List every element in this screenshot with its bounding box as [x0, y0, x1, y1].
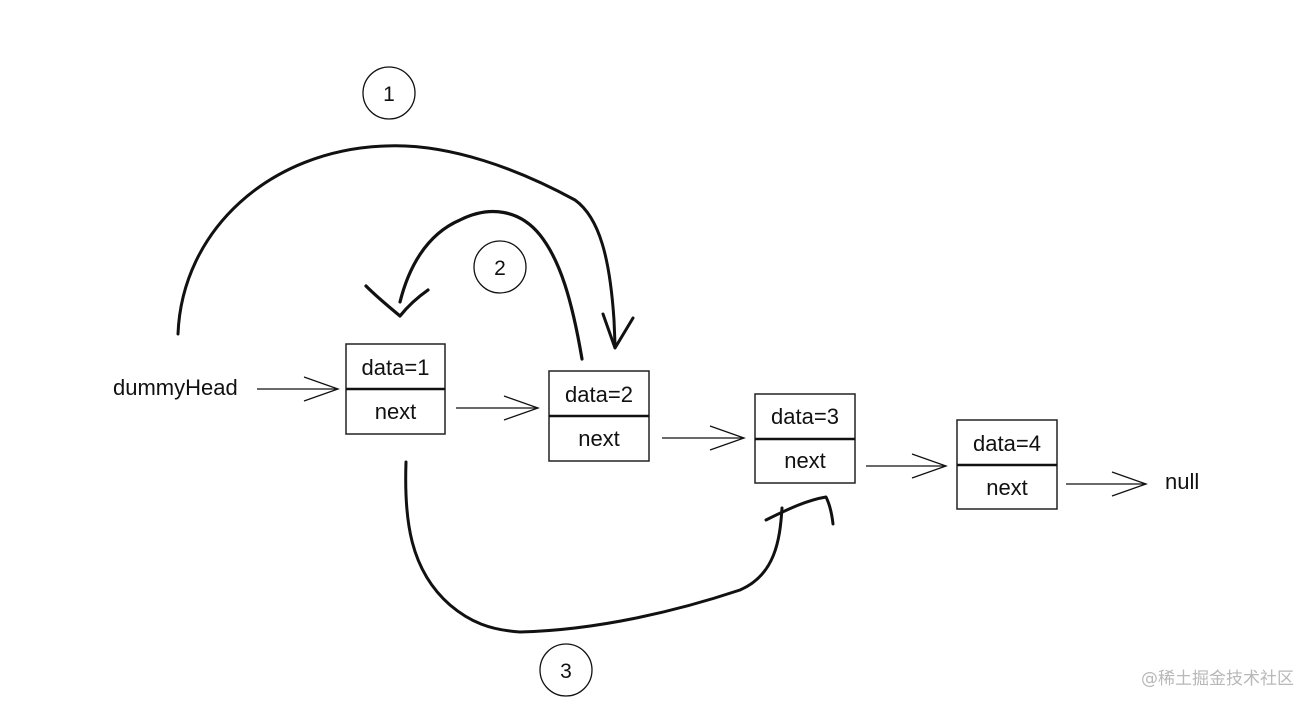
- node-3: data=3 next: [754, 393, 856, 484]
- step-3-marker: 3: [539, 643, 593, 697]
- step-3-curve-arrow: [404, 460, 835, 634]
- node-3-data-label: data=3: [771, 404, 839, 429]
- step-2-circle: [473, 240, 527, 294]
- step-3-label: 3: [560, 660, 572, 683]
- step-1-marker: 1: [362, 66, 416, 120]
- node-4: data=4 next: [956, 419, 1058, 510]
- node-2-data-label: data=2: [565, 382, 633, 407]
- node-4-next-label: next: [986, 475, 1028, 500]
- node-1-next-label: next: [375, 399, 417, 424]
- node2-to-node3-arrow: [662, 425, 746, 451]
- watermark: @稀土掘金技术社区: [1141, 669, 1294, 689]
- node-1: data=1 next: [345, 343, 446, 435]
- step-2-marker: 2: [473, 240, 527, 294]
- node-3-next-label: next: [784, 448, 826, 473]
- node4-to-null-arrow: [1066, 471, 1148, 497]
- step-1-label: 1: [383, 83, 395, 106]
- step-1-circle: [362, 66, 416, 120]
- node3-to-node4-arrow: [866, 453, 948, 479]
- step-3-circle: [539, 643, 593, 697]
- node1-to-node2-arrow: [456, 395, 540, 421]
- step-2-curve-arrow: [364, 210, 584, 361]
- node-1-data-label: data=1: [362, 355, 430, 380]
- step-1-curve-arrow: [176, 144, 635, 350]
- dummy-head-label: dummyHead: [113, 375, 238, 400]
- node-2: data=2 next: [548, 370, 650, 462]
- node-2-next-label: next: [578, 426, 620, 451]
- step-2-label: 2: [494, 257, 506, 280]
- null-label: null: [1165, 469, 1199, 494]
- node-4-data-label: data=4: [973, 431, 1041, 456]
- head-to-node1-arrow: [257, 376, 340, 402]
